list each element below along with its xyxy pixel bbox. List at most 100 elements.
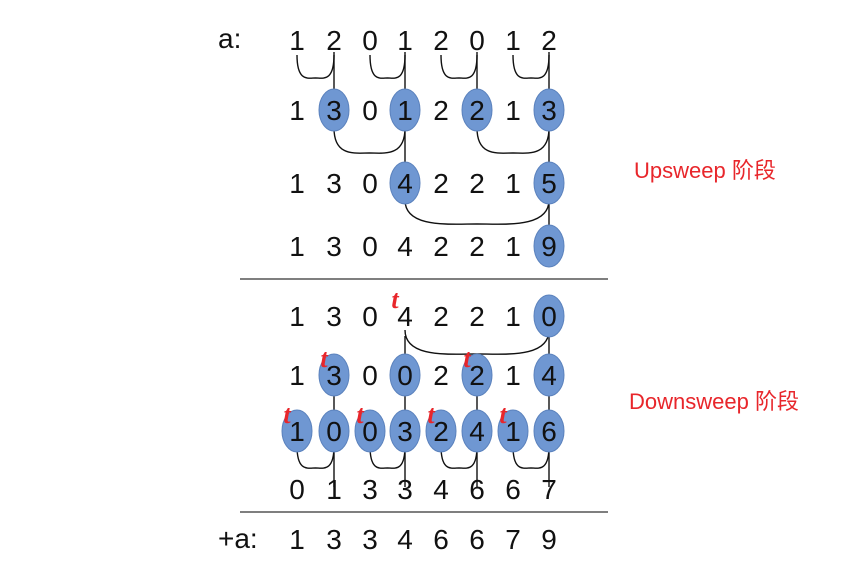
highlight-ellipse: [533, 88, 565, 132]
array-digit: 1: [289, 95, 305, 126]
highlight-ellipse: [533, 224, 565, 268]
highlight-layer: [281, 88, 565, 453]
array-digit: 1: [505, 25, 521, 56]
array-digit: 6: [505, 474, 521, 505]
array-digit: 3: [397, 416, 413, 447]
upsweep-arc: [440, 54, 478, 79]
downsweep-arc: [296, 445, 335, 469]
array-digit: 6: [469, 474, 485, 505]
array-digit: 1: [397, 95, 413, 126]
t-marker: t: [356, 400, 364, 429]
array-digit: 9: [541, 231, 557, 262]
highlight-ellipse: [533, 353, 565, 397]
upsweep-phase-label: Upsweep 阶段: [634, 158, 776, 183]
array-digit: 2: [469, 168, 485, 199]
array-digit: 2: [541, 25, 557, 56]
downsweep-arc: [404, 329, 550, 355]
highlight-ellipse: [318, 353, 350, 397]
array-digit: 1: [397, 25, 413, 56]
array-digit: 0: [541, 301, 557, 332]
array-digit: 3: [326, 95, 342, 126]
array-digit: 6: [541, 416, 557, 447]
array-digit: 7: [505, 524, 521, 555]
array-digit: 5: [541, 168, 557, 199]
array-digit: 1: [326, 474, 342, 505]
array-digit: 1: [289, 524, 305, 555]
array-digit: 4: [397, 231, 413, 262]
array-digit: 1: [505, 301, 521, 332]
downsweep-arc: [440, 445, 478, 469]
array-digit: 4: [541, 360, 557, 391]
downsweep-arc: [369, 445, 406, 469]
array-digit: 1: [289, 168, 305, 199]
array-digit: 9: [541, 524, 557, 555]
array-digit: 3: [397, 474, 413, 505]
highlight-ellipse: [281, 409, 313, 453]
array-digit: 7: [541, 474, 557, 505]
array-digit: 0: [362, 168, 378, 199]
t-marker: t: [391, 285, 399, 314]
array-digit: 0: [326, 416, 342, 447]
downsweep-arc: [512, 445, 550, 469]
array-digit: 0: [362, 231, 378, 262]
array-digit: 1: [505, 168, 521, 199]
array-digit: 4: [397, 168, 413, 199]
highlight-ellipse: [533, 161, 565, 205]
array-digit: 2: [433, 231, 449, 262]
highlight-ellipse: [425, 409, 457, 453]
array-digit: 2: [469, 95, 485, 126]
downsweep-phase-label: Downsweep 阶段: [629, 389, 799, 414]
array-digit: 0: [362, 360, 378, 391]
upsweep-arc: [333, 127, 406, 154]
t-marker: t: [463, 344, 471, 373]
array-digit: 2: [469, 301, 485, 332]
t-marker: t: [320, 344, 328, 373]
array-digit: 1: [289, 301, 305, 332]
array-digit: 3: [326, 231, 342, 262]
array-digit: 1: [505, 95, 521, 126]
array-digit: 6: [469, 524, 485, 555]
array-digit: 6: [433, 524, 449, 555]
array-digit: 0: [397, 360, 413, 391]
array-digit: 2: [433, 360, 449, 391]
array-digit: 1: [289, 231, 305, 262]
highlight-ellipse: [389, 409, 421, 453]
highlight-ellipse: [461, 353, 493, 397]
array-digit: 4: [469, 416, 485, 447]
array-digit: 3: [326, 360, 342, 391]
array-digit: 2: [326, 25, 342, 56]
upsweep-arc: [369, 54, 406, 79]
array-digit: 1: [289, 360, 305, 391]
upsweep-arc: [296, 54, 335, 79]
array-digit: 3: [541, 95, 557, 126]
t-marker: t: [283, 400, 291, 429]
array-digit: 2: [433, 95, 449, 126]
highlight-ellipse: [318, 409, 350, 453]
array-digit: 1: [505, 360, 521, 391]
highlight-ellipse: [461, 88, 493, 132]
highlight-ellipse: [497, 409, 529, 453]
array-digit: 3: [326, 301, 342, 332]
array-digit: 4: [397, 524, 413, 555]
array-digit: 0: [362, 416, 378, 447]
result-label: +a:: [218, 523, 258, 554]
highlight-ellipse: [533, 294, 565, 338]
upsweep-arc: [404, 199, 550, 225]
array-digit: 2: [433, 301, 449, 332]
array-digit: 2: [433, 416, 449, 447]
array-digit: 2: [469, 360, 485, 391]
highlight-ellipse: [354, 409, 386, 453]
array-digit: 3: [362, 524, 378, 555]
array-digit: 1: [289, 416, 305, 447]
t-marker: t: [499, 400, 507, 429]
array-digit: 2: [433, 25, 449, 56]
array-digit: 3: [362, 474, 378, 505]
array-digit: 2: [469, 231, 485, 262]
input-label: a:: [218, 23, 241, 54]
array-digit: 1: [289, 25, 305, 56]
t-marker: t: [427, 400, 435, 429]
array-digit: 3: [326, 524, 342, 555]
